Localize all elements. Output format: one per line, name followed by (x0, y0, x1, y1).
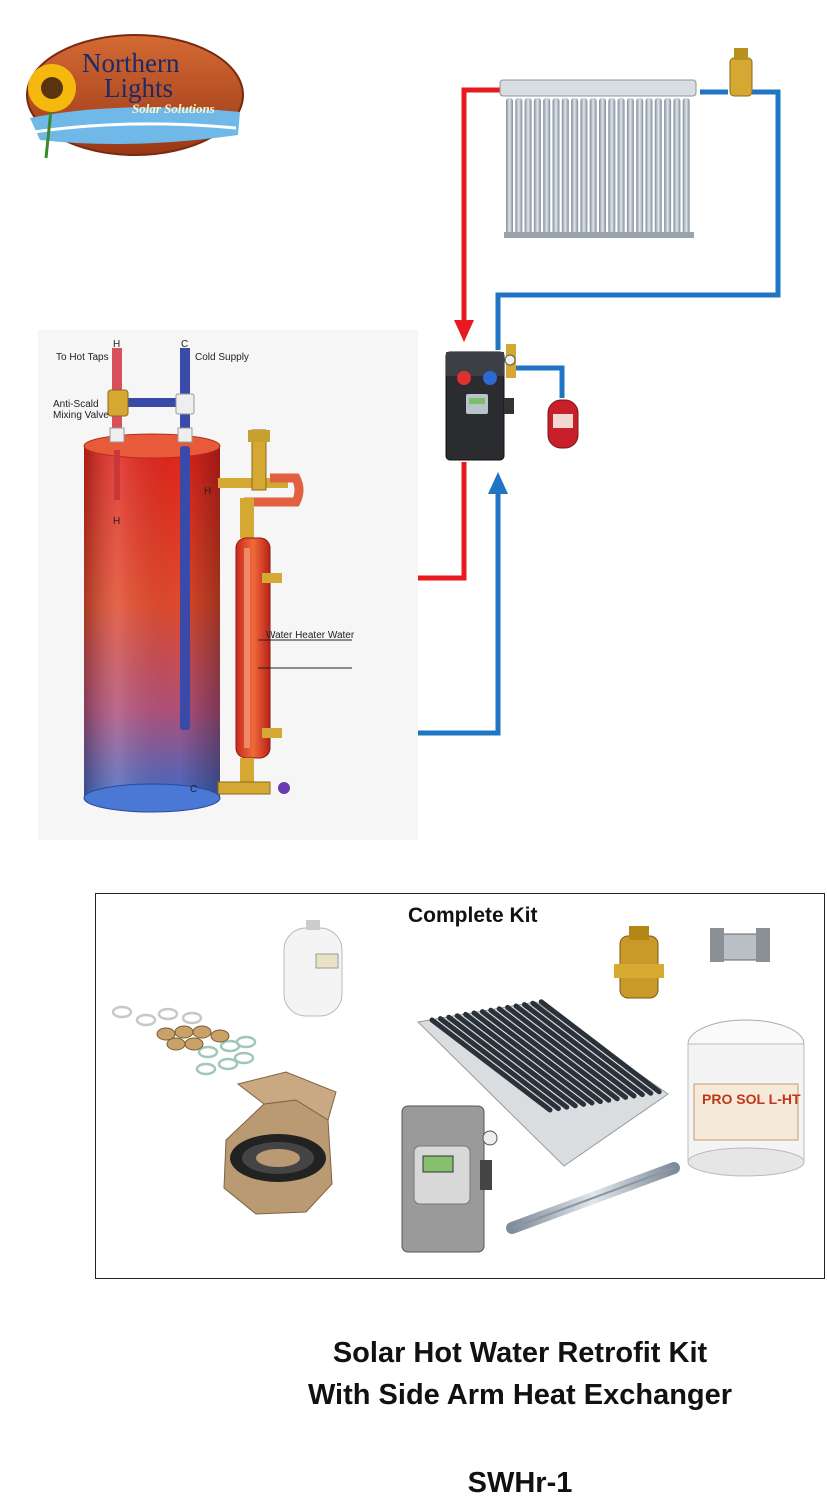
fitting-ring (235, 1035, 257, 1049)
kit-air-vent (614, 926, 664, 999)
logo-line-2: Lights (104, 73, 173, 103)
brass-compression-nut (174, 1025, 194, 1039)
side-arm-heat-exchanger (217, 429, 352, 795)
collector-tube (673, 98, 681, 234)
water-heater-water-label: Water Heater Water (266, 630, 355, 641)
collector-tube (533, 98, 541, 234)
kit-collector-tube (496, 1006, 620, 1102)
to-hot-taps-label: To Hot Taps (56, 352, 109, 363)
kit-collector-tube (463, 1011, 587, 1107)
kit-collector-tube (429, 1017, 553, 1113)
cold-supply-label: Cold Supply (195, 352, 249, 363)
pump-station (445, 344, 516, 461)
bottom-cold-letter: C (190, 784, 197, 795)
product-title-line-1: Solar Hot Water Retrofit Kit (332, 1337, 708, 1369)
fittings-set (111, 1005, 257, 1076)
collector-tube (561, 98, 569, 234)
company-logo: Northern Lights Solar Solutions (26, 34, 244, 159)
kit-expansion-tank (283, 920, 343, 1017)
collector-tube (636, 98, 644, 234)
kit-collector-tube (488, 1007, 612, 1103)
sunflower-icon (28, 64, 76, 159)
kit-collector-tube (538, 999, 662, 1095)
collector-tube (552, 98, 560, 234)
brass-compression-nut (192, 1025, 212, 1039)
collector-tube (664, 98, 672, 234)
collector-tube (654, 98, 662, 234)
collector-tube (524, 98, 532, 234)
kit-collector-tube (437, 1016, 561, 1112)
collector-tube (515, 98, 523, 234)
kit-collector-tube (471, 1010, 595, 1106)
kit-collector-tube (521, 1002, 645, 1098)
air-vent-valve (729, 48, 753, 97)
kit-collector-tube (505, 1004, 629, 1100)
collector-tube (571, 98, 579, 234)
kit-title: Complete Kit (408, 904, 538, 927)
kit-collector-tube (479, 1009, 603, 1105)
mixing-valve-label-1: Anti-Scald (53, 399, 99, 410)
kit-solar-collector (416, 999, 669, 1167)
water-heater-tank (38, 330, 418, 840)
logo-tagline: Solar Solutions (132, 101, 215, 116)
collector-tube (589, 98, 597, 234)
collector-tube (682, 98, 690, 234)
collector-tube (580, 98, 588, 234)
logo-line-1: Northern (82, 48, 180, 78)
collector-tube (645, 98, 653, 234)
bucket-label: PRO SOL L-HT (702, 1091, 801, 1107)
heat-transfer-fluid-bucket: PRO SOL L-HT (687, 1019, 805, 1177)
kit-components: PRO SOL L-HT (111, 920, 805, 1253)
fitting-ring (111, 1005, 133, 1019)
insulated-line-set (223, 1071, 337, 1215)
collector-tube (608, 98, 616, 234)
fitting-ring (181, 1011, 203, 1025)
kit-collector-tube (513, 1003, 637, 1099)
complete-kit-panel: Complete Kit (95, 893, 825, 1279)
collector-tube (626, 98, 634, 234)
tank-plumbing (107, 348, 195, 730)
collector-tube (506, 98, 513, 234)
fitting-ring (197, 1045, 219, 1059)
kit-flow-valve (710, 928, 770, 962)
product-title-line-2: With Side Arm Heat Exchanger (307, 1379, 733, 1411)
kit-heat-exchanger (506, 1162, 680, 1234)
kit-collector-tube (454, 1013, 578, 1109)
fitting-ring (135, 1013, 157, 1027)
collector-tube (543, 98, 551, 234)
fitting-ring (157, 1007, 179, 1021)
collector-tube (599, 98, 606, 234)
brass-compression-nut (210, 1029, 230, 1043)
hot-pipe-letter: H (113, 339, 120, 350)
evacuated-tube-collector (499, 79, 697, 238)
brass-compression-nut (166, 1037, 186, 1051)
side-hot-letter: H (204, 486, 211, 497)
mixing-valve-label-2: Mixing Valve (53, 410, 109, 421)
kit-collector-tube (446, 1014, 570, 1110)
fitting-ring (195, 1062, 217, 1076)
brass-compression-nut (184, 1037, 204, 1051)
inside-hot-letter: H (113, 516, 120, 527)
kit-collector-tube (530, 1000, 654, 1096)
collector-tube (617, 98, 625, 234)
fitting-ring (233, 1051, 255, 1065)
kit-pump-station (401, 1105, 498, 1253)
system-diagram: Northern Lights Solar Solutions (26, 34, 781, 840)
model-number: SWHr-1 (467, 1467, 573, 1499)
cold-pipe-letter: C (181, 339, 188, 350)
expansion-tank (547, 399, 579, 449)
fitting-ring (217, 1057, 239, 1071)
